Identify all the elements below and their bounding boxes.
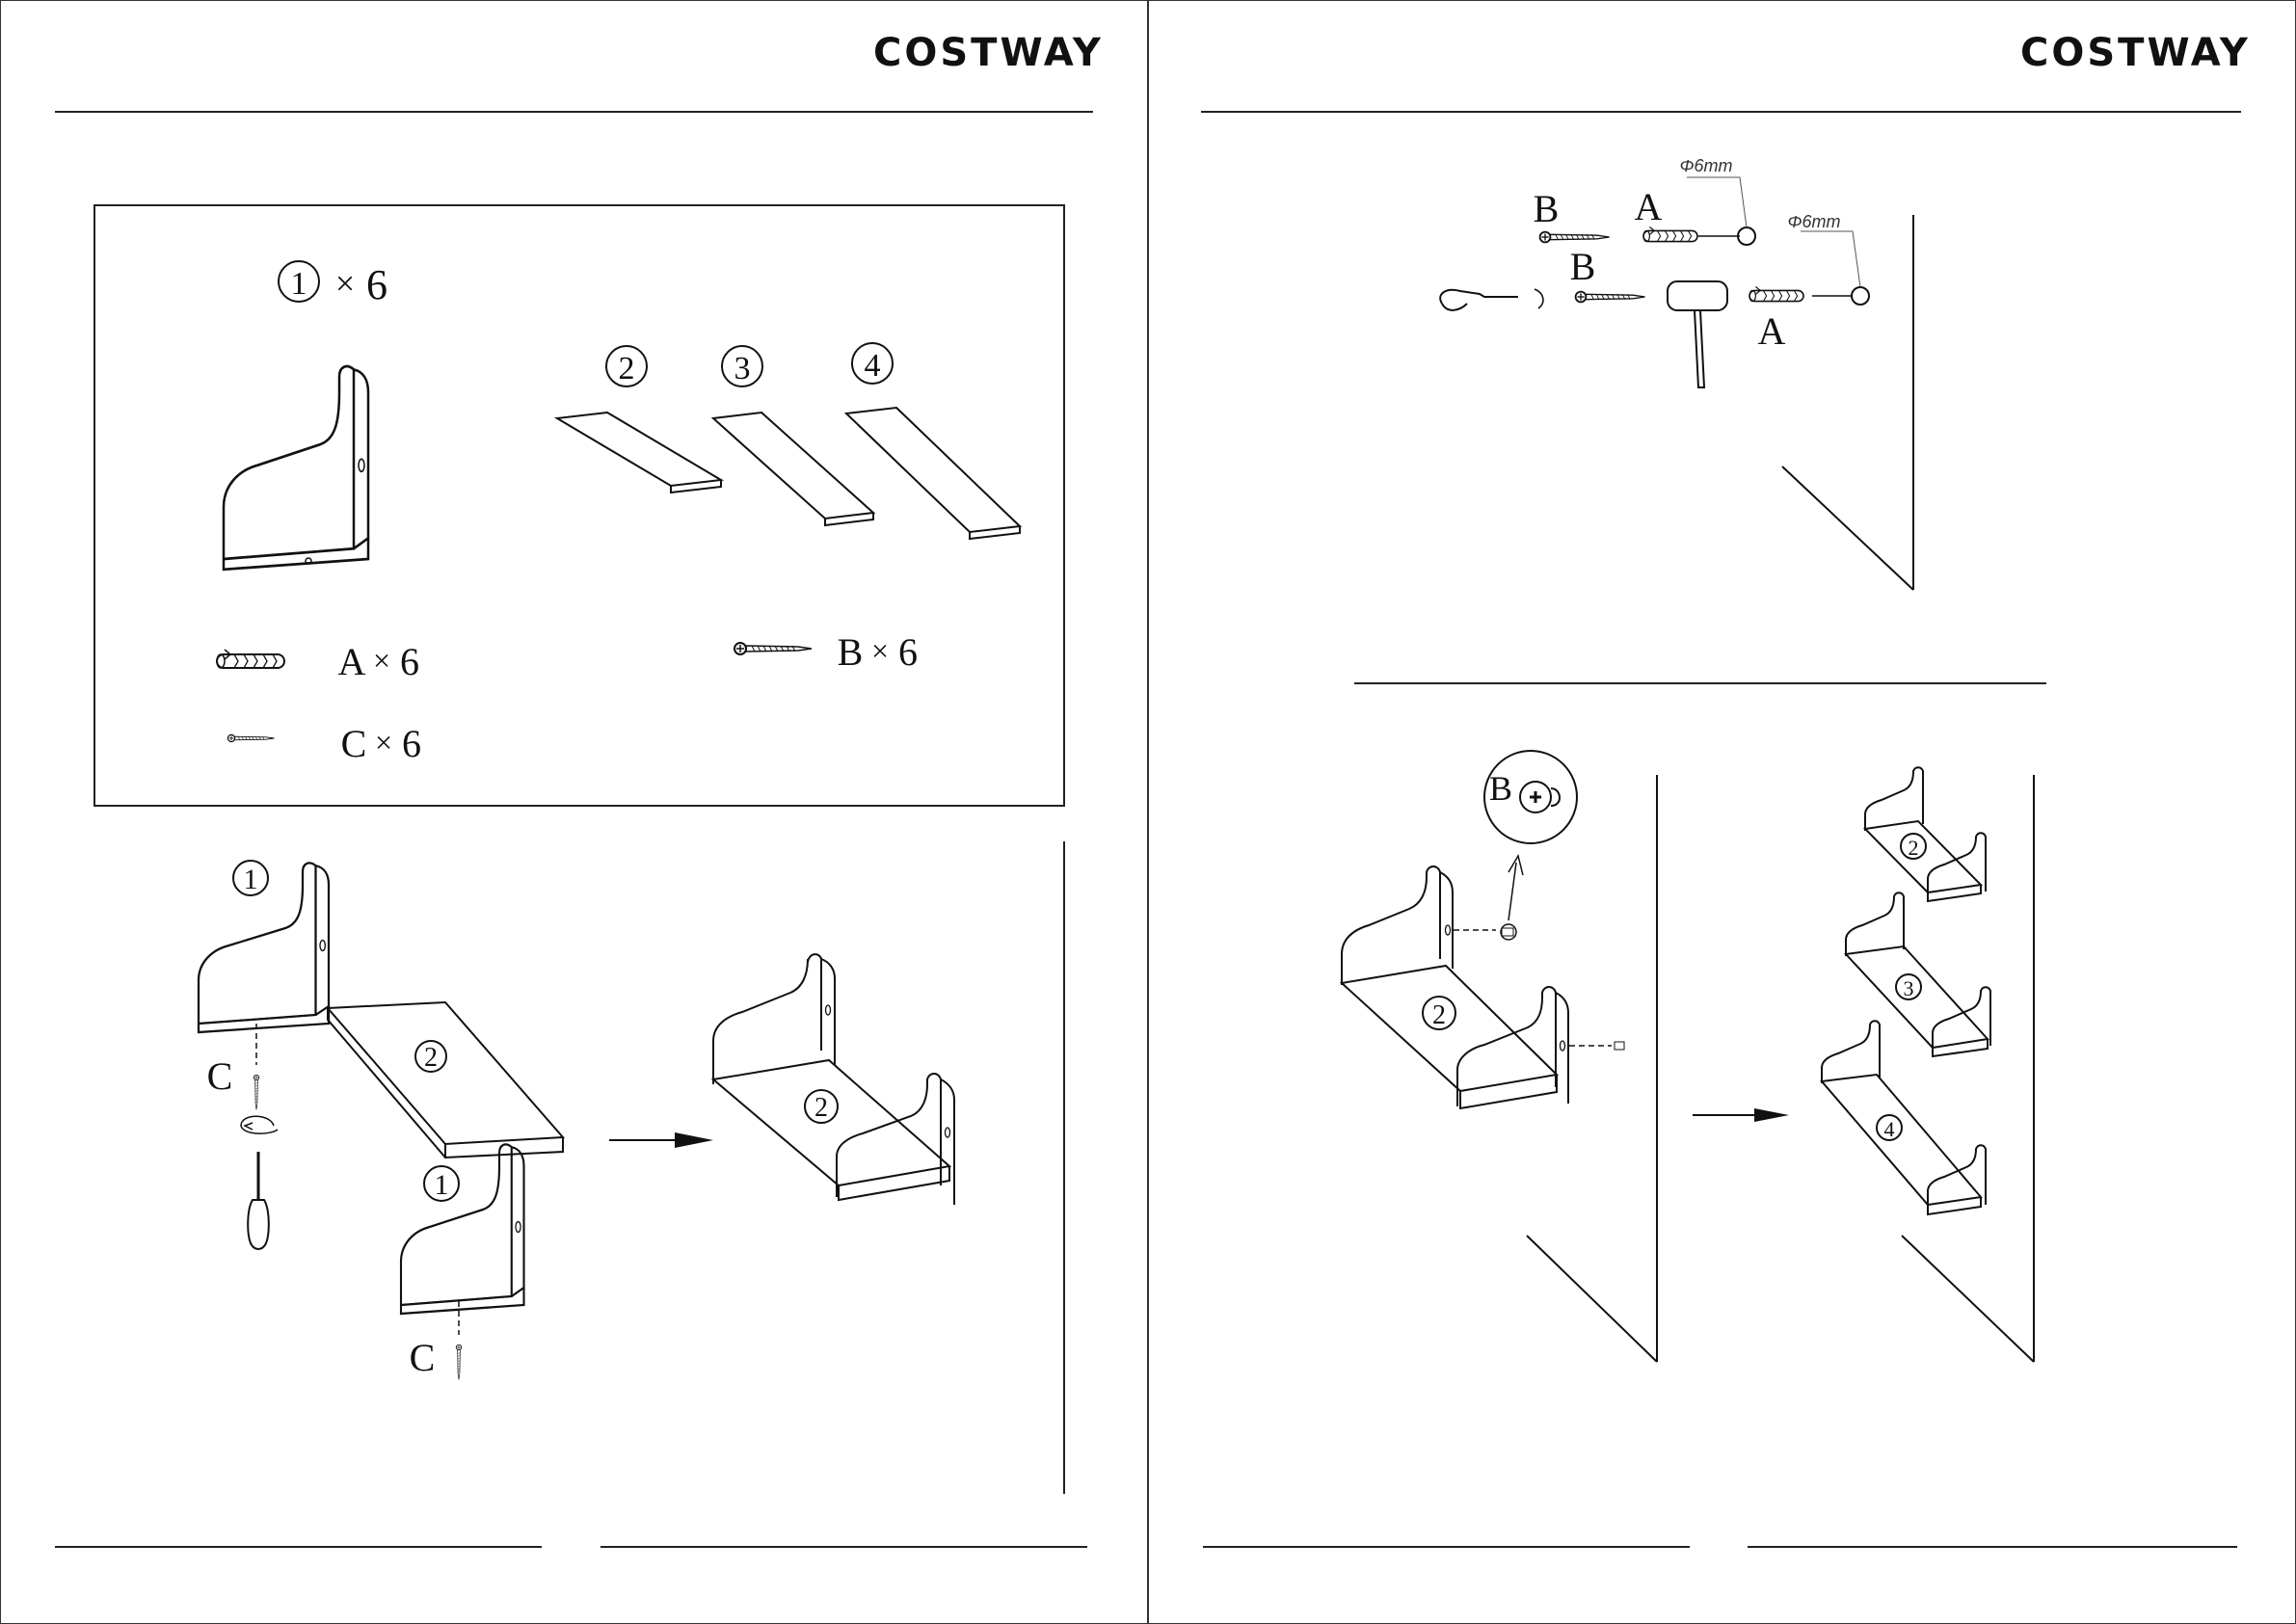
part-c-letter: C <box>341 722 367 765</box>
anchor-a-icon <box>217 650 284 668</box>
step-arrow-1 <box>609 1132 713 1148</box>
screw-c-bottom-icon <box>456 1344 461 1379</box>
wall-corner-1 <box>1782 215 1913 590</box>
drill-hole-2 <box>1852 287 1869 305</box>
wall-screw-b-top-label: B <box>1534 187 1560 230</box>
step-board-number: 2 <box>424 1043 438 1073</box>
mounting-shelf <box>1342 866 1568 1108</box>
board-3-drawing <box>713 413 873 525</box>
screw-head-detail <box>1520 782 1560 812</box>
wall-screwdriver-icon <box>1440 289 1543 310</box>
final-shelf-3-number: 3 <box>1904 976 1914 1000</box>
parts-list-box <box>94 205 1064 806</box>
step-screw-c-top-label: C <box>207 1054 233 1098</box>
part-a-qty: 6 <box>400 640 419 683</box>
part-c-qty: 6 <box>402 722 421 765</box>
wall-anchor-a-bottom <box>1749 286 1803 301</box>
final-shelf-3 <box>1846 892 1990 1056</box>
wall-anchor-a-bottom-label: A <box>1758 309 1786 353</box>
part-1-number: 1 <box>291 266 307 302</box>
drill-size-label-1: Φ6mm <box>1679 156 1732 175</box>
svg-text:×: × <box>373 643 390 678</box>
times-sign: × <box>335 264 355 303</box>
mounting-shelf-number: 2 <box>1432 1000 1446 1030</box>
step-screw-c-bottom-label: C <box>410 1336 436 1379</box>
assembled-shelf <box>713 954 954 1205</box>
step-bracket-number-top: 1 <box>244 864 258 895</box>
step-board-2 <box>328 1002 563 1158</box>
final-shelf-4 <box>1822 1021 1986 1214</box>
screw-detail-letter: B <box>1489 769 1512 808</box>
board-3-number: 3 <box>734 351 751 386</box>
svg-text:×: × <box>871 633 889 668</box>
step-bracket-number-bottom: 1 <box>435 1169 449 1201</box>
board-4-number: 4 <box>865 348 881 384</box>
screw-c-icon <box>227 734 274 741</box>
wall-corner-3 <box>1902 775 2034 1362</box>
wall-anchor-a-top <box>1643 226 1697 241</box>
wall-screw-b-top <box>1540 232 1610 243</box>
final-shelf-4-number: 4 <box>1884 1117 1895 1141</box>
screw-c-top-icon <box>254 1075 258 1109</box>
wall-screw-b-mid <box>1576 292 1645 303</box>
bracket-drawing <box>224 366 368 570</box>
rotate-arrow <box>241 1116 278 1133</box>
final-shelf-2-number: 2 <box>1909 836 1919 860</box>
board-2-drawing <box>557 413 721 493</box>
screw-b-icon <box>734 643 812 654</box>
wall-anchor-a-top-label: A <box>1635 185 1663 228</box>
part-b-letter: B <box>838 630 864 674</box>
part-1-qty: 6 <box>366 261 387 308</box>
part-a-letter: A <box>338 640 366 683</box>
final-shelf-2 <box>1865 767 1986 901</box>
mount-screw-1 <box>1501 924 1516 940</box>
step-arrow-2 <box>1693 1108 1789 1122</box>
svg-text:×: × <box>375 725 392 759</box>
drill-hole-1 <box>1738 227 1755 245</box>
wall-screw-b-mid-label: B <box>1570 245 1596 288</box>
screwdriver-icon <box>248 1152 269 1249</box>
hammer-icon <box>1668 281 1727 387</box>
drill-size-label-2: Φ6mm <box>1787 212 1840 231</box>
assembled-shelf-number: 2 <box>814 1093 828 1123</box>
wall-corner-2 <box>1527 775 1657 1362</box>
part-b-qty: 6 <box>898 630 918 674</box>
mount-screw-2 <box>1615 1042 1624 1050</box>
step-bracket-bottom <box>401 1144 524 1314</box>
board-2-number: 2 <box>619 351 635 386</box>
